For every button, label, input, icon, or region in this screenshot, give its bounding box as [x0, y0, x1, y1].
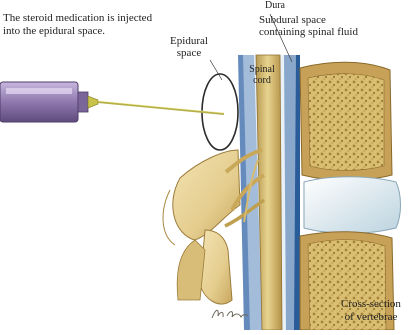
syringe-icon	[0, 82, 224, 122]
subdural-space-label-line-1: Subdural space	[259, 14, 326, 26]
caption-text-line-2: into the epidural space.	[3, 25, 105, 37]
cross-section-label-line-2: of vertebrae	[332, 311, 410, 323]
cross-section-label-line-1: Cross-section	[332, 298, 410, 310]
dura-label: Dura	[265, 0, 285, 12]
posterior-vertebral-arch	[163, 150, 240, 304]
vertebral-bodies	[300, 62, 401, 330]
subdural-space-label-line-2: containing spinal fluid	[259, 26, 358, 38]
epidural-space-label-line-1: Epidural	[168, 35, 210, 47]
intervertebral-disc	[304, 177, 401, 234]
cross-section-vertebra-upper	[308, 74, 384, 171]
caption-text-line-1: The steroid medication is injected	[3, 12, 152, 24]
epidural-space-label-line-2: space	[168, 47, 210, 59]
spinal-cord-label-line-2: cord	[244, 75, 280, 87]
artist-signature	[210, 306, 250, 325]
